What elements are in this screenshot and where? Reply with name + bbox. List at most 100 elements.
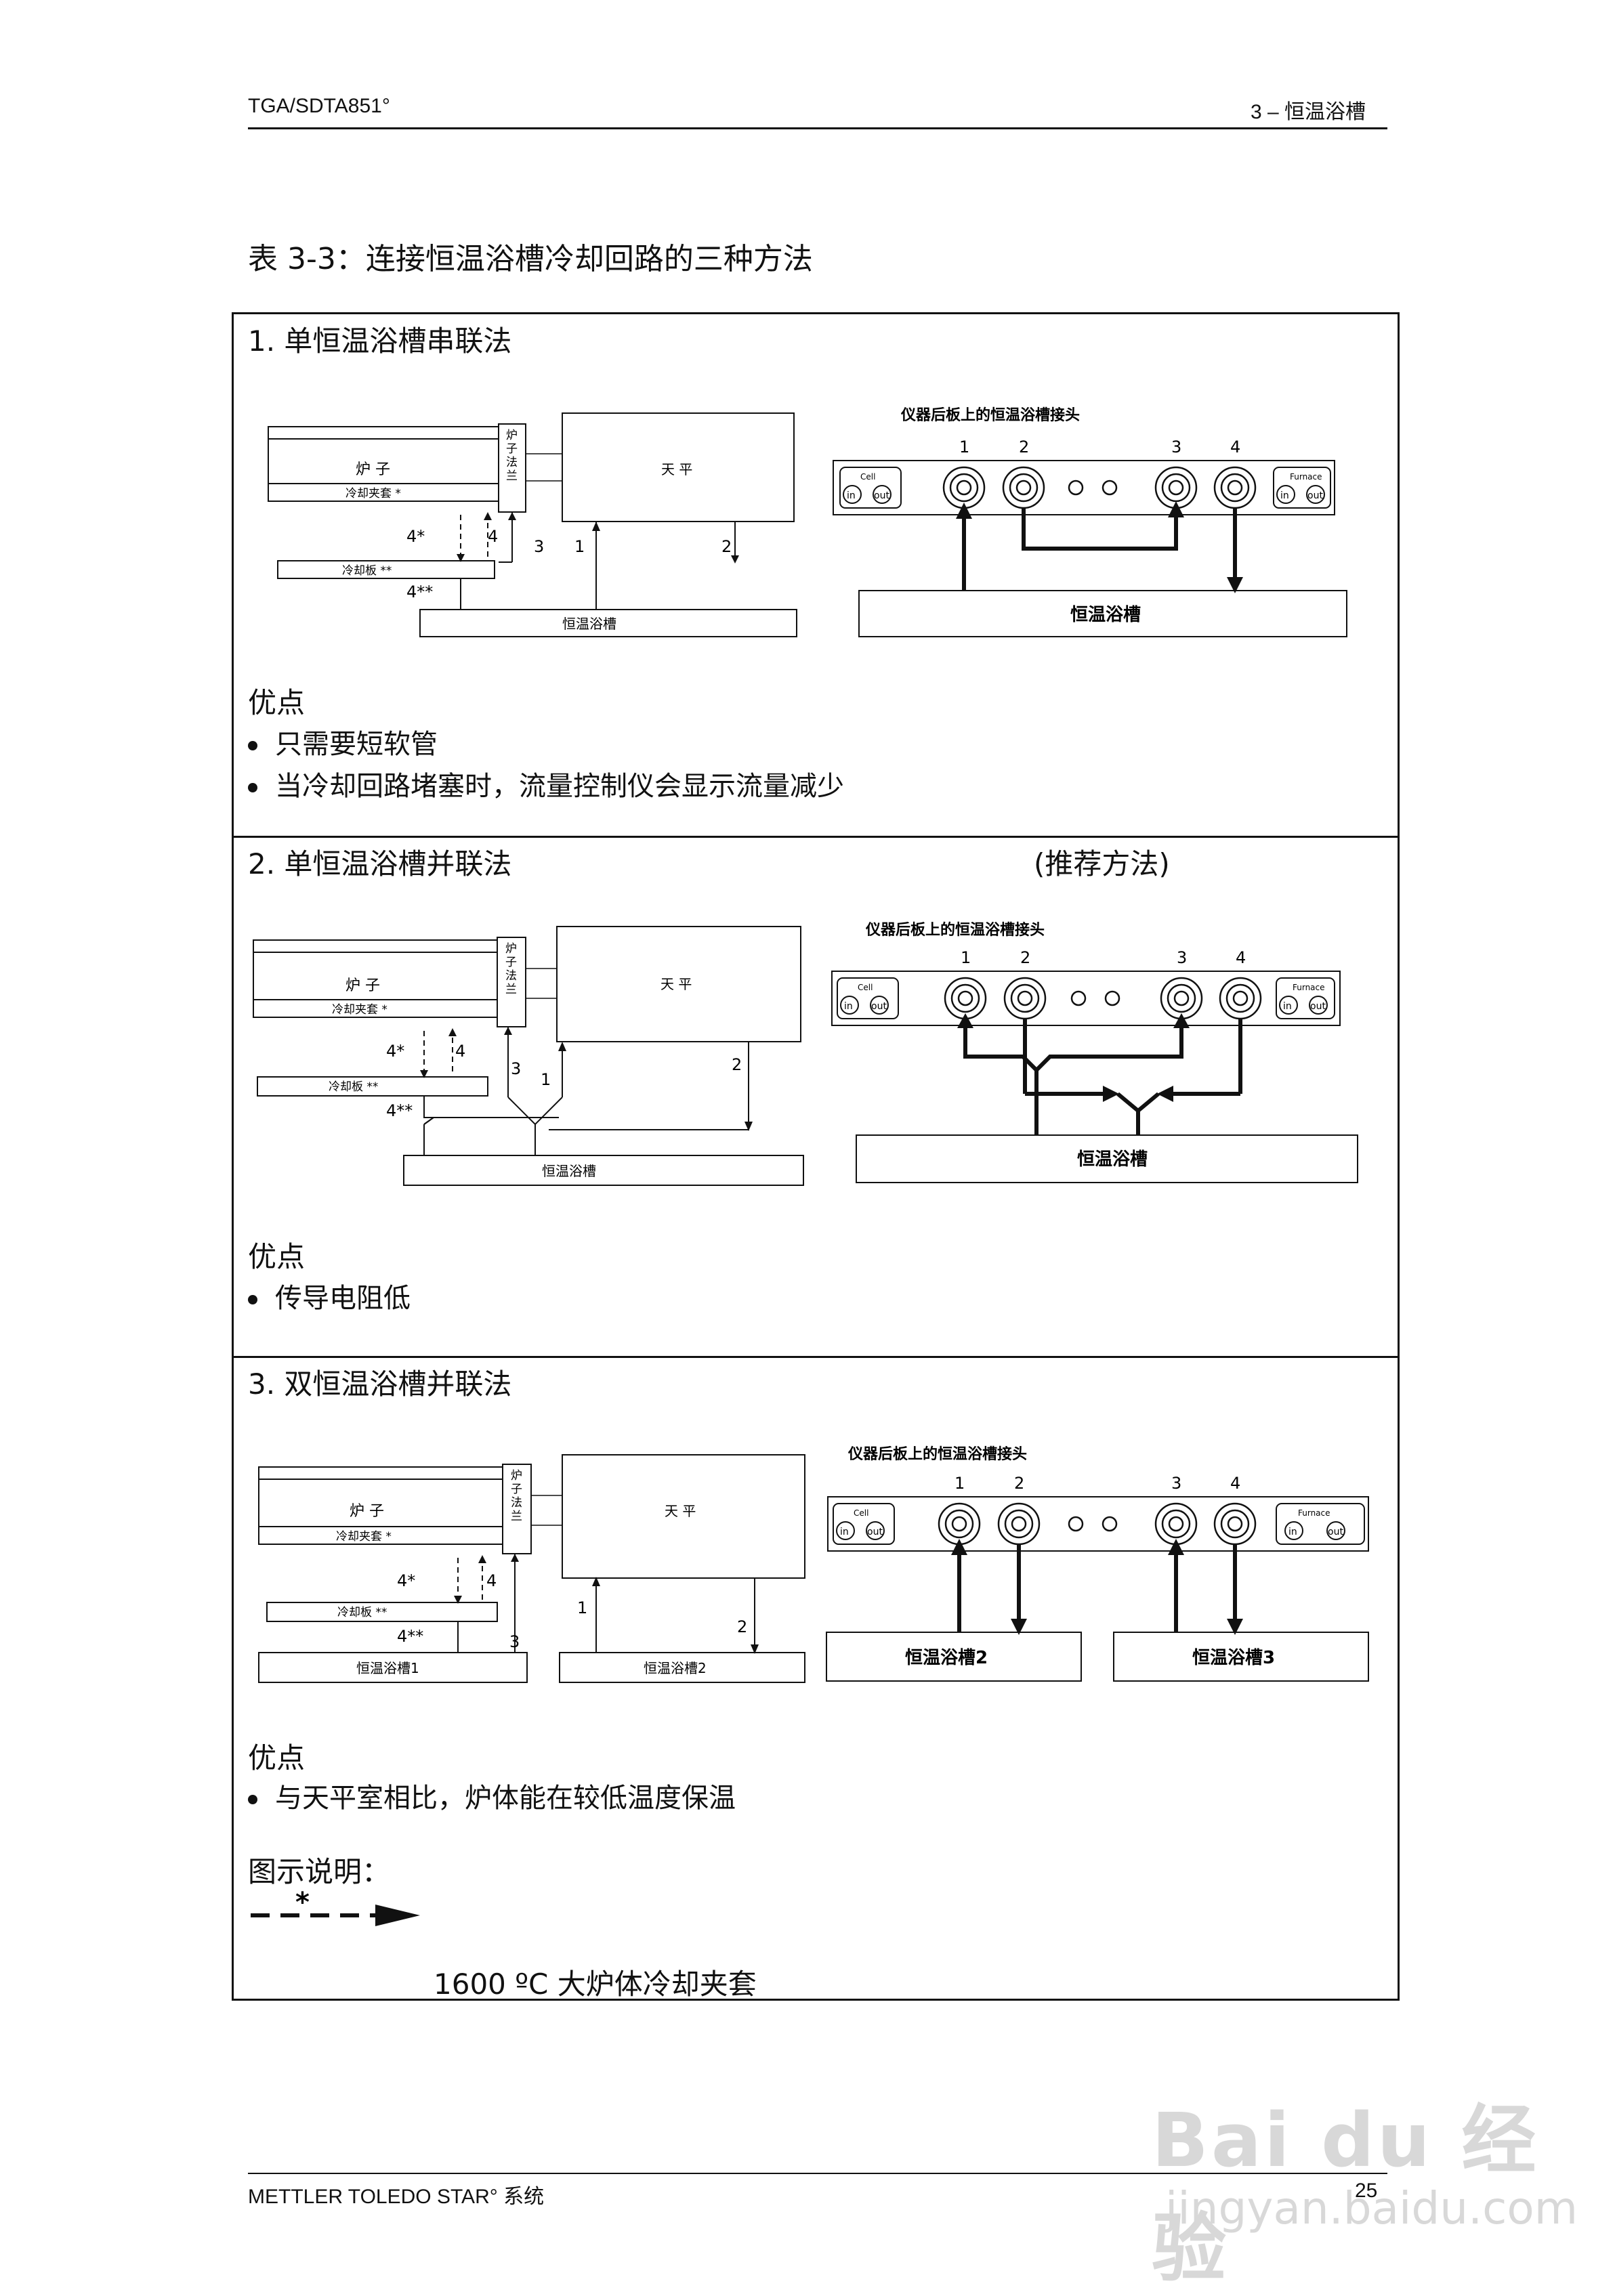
svg-text:3: 3 bbox=[511, 1059, 521, 1078]
svg-text:4**: 4** bbox=[386, 1101, 413, 1120]
svg-text:4: 4 bbox=[1230, 438, 1240, 456]
svg-text:out: out bbox=[867, 1527, 883, 1537]
svg-text:炉 子: 炉 子 bbox=[350, 1503, 384, 1520]
svg-text:4: 4 bbox=[455, 1042, 465, 1061]
svg-text:1: 1 bbox=[959, 438, 969, 456]
svg-text:1: 1 bbox=[577, 1598, 587, 1617]
row-divider-1 bbox=[232, 836, 1398, 838]
svg-text:Furnace: Furnace bbox=[1293, 983, 1325, 992]
svg-text:恒温浴槽2: 恒温浴槽2 bbox=[644, 1660, 707, 1676]
svg-text:3: 3 bbox=[1177, 948, 1187, 967]
s3-panel-bath-3 bbox=[1113, 1632, 1369, 1682]
section-1-adv-1: 只需要短软管 bbox=[248, 722, 438, 761]
section-1-adv-title: 优点 bbox=[248, 686, 306, 719]
svg-text:Cell: Cell bbox=[854, 1508, 868, 1518]
svg-text:4*: 4* bbox=[386, 1042, 404, 1061]
svg-text:4*: 4* bbox=[397, 1571, 415, 1590]
svg-text:炉子法兰: 炉子法兰 bbox=[505, 942, 517, 996]
svg-text:Cell: Cell bbox=[860, 472, 875, 482]
section-2-note: (推荐方法) bbox=[1034, 847, 1170, 880]
svg-text:4: 4 bbox=[1236, 948, 1246, 967]
s1-panel-bath-label: 恒温浴槽 bbox=[1070, 605, 1141, 625]
section-2-diagram: 炉 子 冷却夹套 * 炉子法兰 天 平 冷却板 ** 恒温浴槽 4* 4 3 1… bbox=[253, 921, 1358, 1186]
watermark-url: jingyan.baidu.com bbox=[1165, 2182, 1578, 2234]
svg-text:in: in bbox=[844, 1001, 853, 1012]
s3-bath-2 bbox=[559, 1652, 805, 1683]
section-3-adv-title: 优点 bbox=[248, 1741, 306, 1774]
s1-panel: 仪器后板上的恒温浴槽接头 Cell in out Furnace in out … bbox=[833, 406, 1347, 637]
svg-text:仪器后板上的恒温浴槽接头: 仪器后板上的恒温浴槽接头 bbox=[865, 921, 1045, 939]
section-3-heading: 3. 双恒温浴槽并联法 bbox=[248, 1367, 512, 1401]
section-2-adv-1: 传导电阻低 bbox=[248, 1276, 411, 1315]
svg-text:1: 1 bbox=[541, 1070, 551, 1089]
svg-text:恒温浴槽2: 恒温浴槽2 bbox=[905, 1648, 988, 1668]
header-right: 3 – 恒温浴槽 bbox=[1251, 101, 1366, 123]
svg-text:4: 4 bbox=[488, 527, 498, 546]
s1-furnace-label: 炉 子 bbox=[356, 461, 390, 478]
svg-text:4**: 4** bbox=[397, 1627, 423, 1646]
footer-page: 25 bbox=[1355, 2180, 1378, 2202]
svg-text:2: 2 bbox=[1019, 438, 1029, 456]
header-left: TGA/SDTA851° bbox=[248, 95, 390, 117]
s3-panel: 仪器后板上的恒温浴槽接头 Cell in out Furnace in out … bbox=[826, 1445, 1369, 1682]
row-divider-2 bbox=[232, 1356, 1398, 1358]
s1-plate-label: 冷却板 ** bbox=[342, 564, 392, 578]
svg-text:3: 3 bbox=[509, 1632, 520, 1651]
footer-rule bbox=[248, 2173, 1387, 2174]
svg-text:3: 3 bbox=[534, 537, 544, 556]
s1-bath bbox=[419, 609, 797, 637]
section-3-diagram: 炉 子 冷却夹套 * 炉子法兰 天 平 冷却板 ** 恒温浴槽1 恒温浴槽2 4… bbox=[258, 1445, 1369, 1683]
svg-text:2: 2 bbox=[732, 1055, 742, 1074]
methods-table bbox=[232, 312, 1400, 2001]
svg-text:1: 1 bbox=[961, 948, 971, 967]
svg-text:Cell: Cell bbox=[858, 983, 873, 992]
legend-dashed-arrow: * bbox=[251, 1888, 420, 1926]
svg-text:3: 3 bbox=[1171, 438, 1181, 456]
svg-text:冷却板 **: 冷却板 ** bbox=[337, 1606, 387, 1619]
svg-text:out: out bbox=[874, 490, 889, 501]
svg-text:2: 2 bbox=[1020, 948, 1030, 967]
section-3-adv-1: 与天平室相比，炉体能在较低温度保温 bbox=[248, 1776, 736, 1815]
header-rule bbox=[248, 127, 1387, 129]
s1-balance bbox=[562, 412, 795, 522]
svg-text:天 平: 天 平 bbox=[665, 1503, 696, 1519]
svg-text:4*: 4* bbox=[406, 527, 425, 546]
svg-text:out: out bbox=[1310, 1001, 1326, 1012]
svg-text:in: in bbox=[1283, 1001, 1292, 1012]
svg-text:1: 1 bbox=[574, 537, 585, 556]
svg-text:Furnace: Furnace bbox=[1298, 1508, 1330, 1518]
table-title: 表 3-3：连接恒温浴槽冷却回路的三种方法 bbox=[248, 242, 813, 276]
footer-left: METTLER TOLEDO STAR° 系统 bbox=[248, 2186, 545, 2208]
svg-text:2: 2 bbox=[737, 1617, 747, 1636]
s1-flange-label: 炉子法兰 bbox=[506, 429, 518, 483]
s2-left-schematic: 炉 子 冷却夹套 * 炉子法兰 天 平 冷却板 ** 恒温浴槽 4* 4 3 1… bbox=[253, 926, 804, 1186]
svg-text:out: out bbox=[1307, 490, 1323, 501]
svg-text:4**: 4** bbox=[406, 582, 433, 601]
svg-text:恒温浴槽3: 恒温浴槽3 bbox=[1192, 1648, 1275, 1668]
svg-text:out: out bbox=[1328, 1527, 1343, 1537]
section-2-heading: 2. 单恒温浴槽并联法 bbox=[248, 847, 512, 880]
svg-text:恒温浴槽1: 恒温浴槽1 bbox=[356, 1660, 419, 1676]
s1-balance-label: 天 平 bbox=[661, 461, 692, 477]
s3-left-schematic: 炉 子 冷却夹套 * 炉子法兰 天 平 冷却板 ** 恒温浴槽1 恒温浴槽2 4… bbox=[258, 1454, 805, 1683]
svg-text:2: 2 bbox=[721, 537, 732, 556]
s3-bath-1 bbox=[258, 1652, 528, 1683]
svg-text:冷却夹套 *: 冷却夹套 * bbox=[336, 1530, 392, 1544]
svg-text:炉 子: 炉 子 bbox=[345, 977, 380, 994]
section-2-adv-title: 优点 bbox=[248, 1240, 306, 1273]
s1-bath-label: 恒温浴槽 bbox=[562, 616, 616, 632]
svg-text:in: in bbox=[1288, 1527, 1297, 1537]
svg-text:1: 1 bbox=[955, 1474, 965, 1493]
svg-text:2: 2 bbox=[1014, 1474, 1024, 1493]
s3-panel-bath-2 bbox=[826, 1632, 1082, 1682]
svg-text:out: out bbox=[871, 1001, 887, 1012]
section-1-heading: 1. 单恒温浴槽串联法 bbox=[248, 324, 512, 358]
legend-star: * bbox=[295, 1888, 310, 1918]
s1-cooling-plate bbox=[277, 560, 495, 579]
section-1-adv-2: 当冷却回路堵塞时，流量控制仪会显示流量减少 bbox=[248, 764, 844, 803]
s1-left-schematic: 炉 子 冷却夹套 * 炉子法兰 天 平 冷却板 ** 恒温浴槽 4* 4 3 1… bbox=[268, 412, 797, 637]
svg-text:in: in bbox=[1280, 490, 1289, 501]
section-1-diagram: 炉 子 冷却夹套 * 炉子法兰 天 平 冷却板 ** 恒温浴槽 4* 4 3 1… bbox=[268, 406, 1347, 637]
svg-text:冷却夹套 *: 冷却夹套 * bbox=[332, 1003, 387, 1017]
svg-text:炉子法兰: 炉子法兰 bbox=[511, 1469, 522, 1523]
